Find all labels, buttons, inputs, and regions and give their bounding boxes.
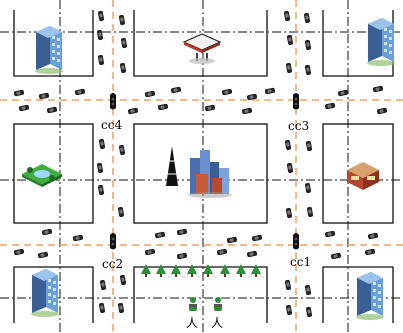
traffic-controller-icon	[293, 93, 299, 110]
car-icon	[158, 104, 169, 111]
pedestrian-icon	[214, 297, 222, 311]
car-icon	[247, 251, 258, 258]
car-icon	[287, 35, 294, 46]
office-building-icon	[367, 18, 395, 66]
tree-row	[141, 264, 261, 277]
car-icon	[121, 38, 128, 49]
car-icon	[338, 90, 349, 97]
car-icon	[265, 88, 276, 95]
car-icon	[47, 107, 58, 114]
car-icon	[119, 145, 126, 156]
car-icon	[286, 208, 293, 219]
car-icon	[365, 249, 376, 256]
car-icon	[14, 249, 25, 256]
car-icon	[171, 87, 182, 94]
car-icon	[99, 303, 106, 314]
car-icon	[120, 275, 127, 286]
car-icon	[177, 229, 188, 236]
cc1-label: cc1	[290, 255, 311, 269]
pedestrian-label: 人	[211, 316, 223, 330]
office-building-icon	[31, 269, 59, 317]
car-icon	[99, 139, 106, 150]
traffic-controller-icon	[110, 233, 116, 250]
car-icon	[227, 237, 238, 244]
office-building-icon	[35, 26, 63, 74]
car-icon	[287, 163, 294, 174]
car-icon	[98, 55, 105, 66]
pedestrian-icon	[189, 297, 197, 311]
car-icon	[120, 63, 127, 74]
tree-icon	[236, 264, 246, 277]
car-icon	[97, 163, 104, 174]
city-skyline-icon	[188, 150, 232, 198]
car-icon	[242, 108, 253, 115]
car-icon	[177, 253, 188, 260]
car-icon	[305, 40, 312, 51]
car-icon	[14, 90, 25, 97]
park-icon	[22, 164, 62, 187]
traffic-controller-icon	[110, 93, 116, 110]
car-icon	[119, 15, 126, 26]
tree-icon	[141, 264, 151, 277]
gas-station-icon	[184, 34, 220, 64]
car-icon	[145, 91, 156, 98]
car-icon	[100, 280, 107, 291]
block-bottom-center	[134, 267, 267, 323]
office-building-icon	[356, 272, 384, 320]
car-icon	[205, 105, 216, 112]
tree-icon	[220, 264, 230, 277]
car-icon	[331, 253, 342, 260]
car-icon	[145, 249, 156, 256]
tree-icon	[251, 264, 261, 277]
car-icon	[377, 108, 388, 115]
car-icon	[307, 207, 314, 218]
car-icon	[98, 185, 105, 196]
car-icon	[217, 249, 228, 256]
car-icon	[98, 11, 105, 22]
tree-icon	[171, 264, 181, 277]
car-icon	[286, 305, 293, 316]
tree-icon	[203, 264, 213, 277]
car-icon	[73, 235, 84, 242]
car-icon	[118, 207, 125, 218]
car-icon	[38, 252, 49, 259]
cc3-label: cc3	[288, 119, 309, 133]
car-icon	[306, 307, 313, 318]
car-icon	[284, 11, 291, 22]
pedestrian-label: 人	[186, 316, 198, 330]
cc2-label: cc2	[102, 257, 123, 271]
car-icon	[305, 65, 312, 76]
shop-icon	[347, 162, 379, 190]
car-icon	[325, 103, 336, 110]
car-icon	[285, 140, 292, 151]
car-icon	[373, 86, 384, 93]
car-icon	[286, 63, 293, 74]
car-icon	[75, 89, 86, 96]
car-icon	[97, 30, 104, 41]
car-icon	[252, 235, 263, 242]
car-icon	[222, 89, 233, 96]
tree-icon	[187, 264, 197, 277]
car-icon	[285, 280, 292, 291]
car-icon	[368, 233, 379, 240]
radio-tower-icon	[166, 146, 178, 186]
traffic-controller-icon	[293, 233, 299, 250]
car-icon	[118, 303, 125, 314]
car-icon	[155, 232, 166, 239]
car-icon	[305, 285, 312, 296]
car-icon	[306, 141, 313, 152]
tree-icon	[156, 264, 166, 277]
car-icon	[325, 231, 336, 238]
car-icon	[39, 93, 50, 100]
car-icon	[128, 108, 139, 115]
car-icon	[304, 13, 311, 24]
car-icon	[305, 183, 312, 194]
car-icon	[42, 229, 53, 236]
car-icon	[19, 105, 30, 112]
cc4-label: cc4	[101, 118, 122, 132]
